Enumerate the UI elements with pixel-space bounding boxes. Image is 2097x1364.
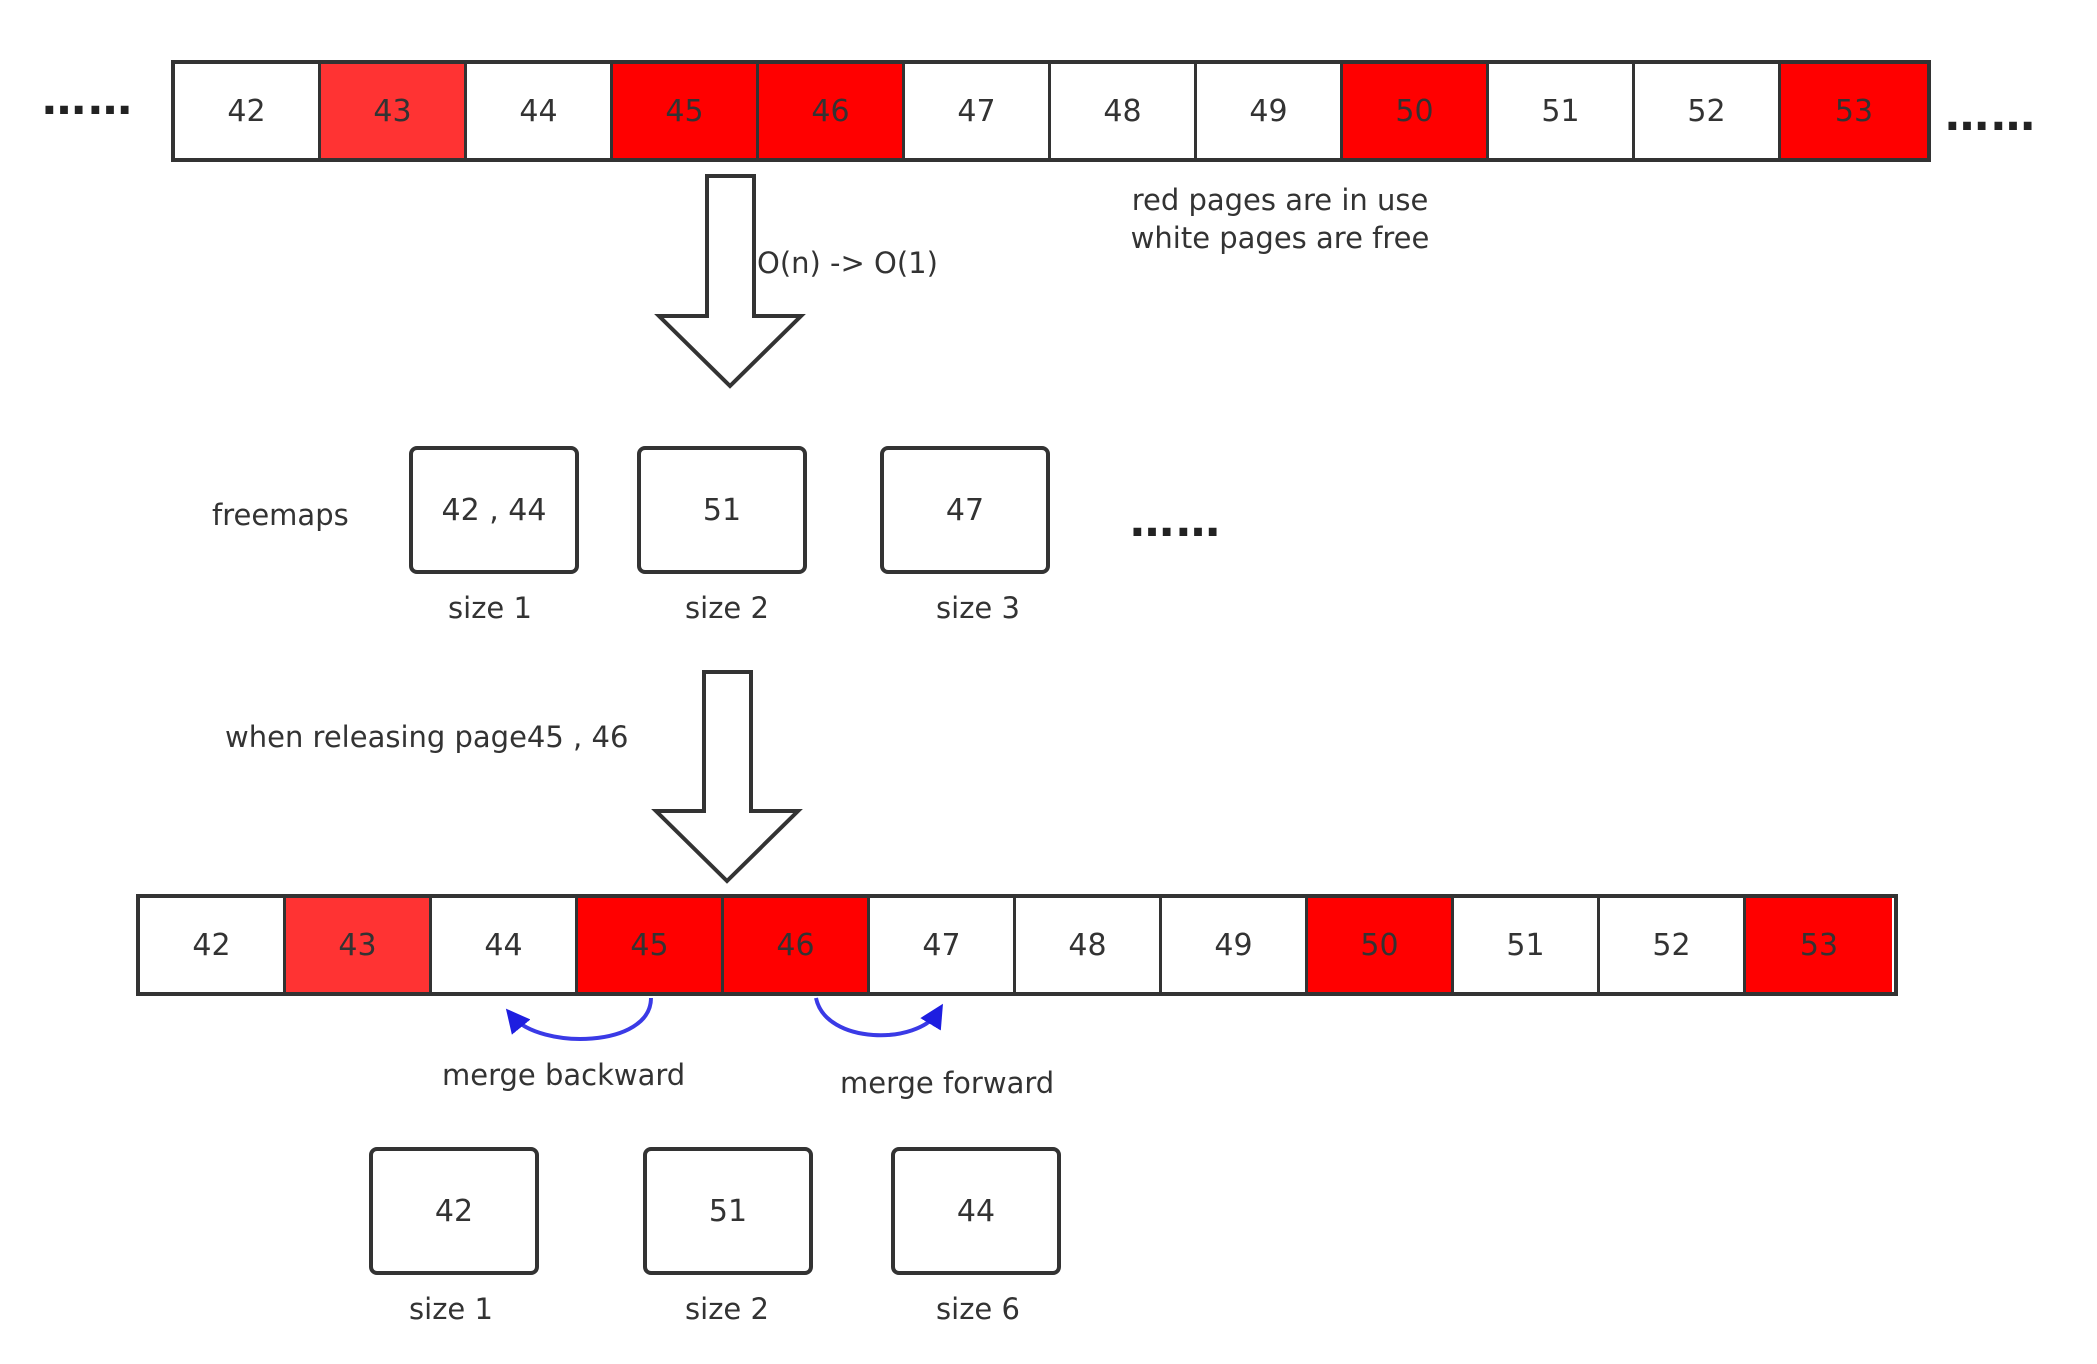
result-size-2-label: size 2 bbox=[685, 1292, 769, 1326]
freemap-size-3-label: size 3 bbox=[936, 591, 1020, 625]
bottom-page-51: 51 bbox=[1454, 898, 1600, 992]
result-size-1-label: size 1 bbox=[409, 1292, 493, 1326]
bottom-page-46: 46 bbox=[724, 898, 870, 992]
bottom-page-52: 52 bbox=[1600, 898, 1746, 992]
bottom-page-43: 43 bbox=[286, 898, 432, 992]
freemap-size-1-label: size 1 bbox=[448, 591, 532, 625]
freemap-box-size-3: 47 bbox=[880, 446, 1050, 574]
freemap-size-2-label: size 2 bbox=[685, 591, 769, 625]
merge-backward-arrow-icon bbox=[505, 997, 653, 1041]
top-page-52: 52 bbox=[1635, 64, 1781, 158]
top-page-50: 50 bbox=[1343, 64, 1489, 158]
top-page-45: 45 bbox=[613, 64, 759, 158]
result-freemap-box-size-2: 51 bbox=[643, 1147, 813, 1275]
bottom-page-49: 49 bbox=[1162, 898, 1308, 992]
legend-line-in-use: red pages are in use bbox=[1131, 183, 1429, 217]
freemaps-ellipsis: …… bbox=[1130, 496, 1222, 547]
bottom-page-45: 45 bbox=[578, 898, 724, 992]
bottom-page-42: 42 bbox=[140, 898, 286, 992]
down-arrow-icon bbox=[651, 670, 803, 884]
top-page-44: 44 bbox=[467, 64, 613, 158]
bottom-page-48: 48 bbox=[1016, 898, 1162, 992]
legend-line-free: white pages are free bbox=[1130, 221, 1430, 255]
left-ellipsis: …… bbox=[42, 74, 134, 125]
top-page-51: 51 bbox=[1489, 64, 1635, 158]
top-page-49: 49 bbox=[1197, 64, 1343, 158]
freemap-box-size-1: 42 , 44 bbox=[409, 446, 579, 574]
freemap-box-size-2: 51 bbox=[637, 446, 807, 574]
merge-forward-arrow-icon bbox=[814, 997, 943, 1038]
right-ellipsis: …… bbox=[1945, 90, 2037, 141]
bottom-page-50: 50 bbox=[1308, 898, 1454, 992]
merge-forward-label: merge forward bbox=[840, 1066, 1055, 1100]
top-page-47: 47 bbox=[905, 64, 1051, 158]
result-freemap-box-size-6: 44 bbox=[891, 1147, 1061, 1275]
bottom-page-47: 47 bbox=[870, 898, 1016, 992]
freemaps-label: freemaps bbox=[212, 498, 349, 532]
merge-backward-label: merge backward bbox=[442, 1058, 686, 1092]
result-freemap-box-size-1: 42 bbox=[369, 1147, 539, 1275]
bottom-page-44: 44 bbox=[432, 898, 578, 992]
result-size-6-label: size 6 bbox=[936, 1292, 1020, 1326]
legend: red pages are in use white pages are fre… bbox=[1080, 181, 1480, 257]
top-page-42: 42 bbox=[175, 64, 321, 158]
top-page-48: 48 bbox=[1051, 64, 1197, 158]
complexity-label: O(n) -> O(1) bbox=[757, 246, 938, 280]
top-page-53: 53 bbox=[1781, 64, 1927, 158]
bottom-page-53: 53 bbox=[1746, 898, 1892, 992]
down-arrow-icon bbox=[654, 174, 806, 389]
top-page-43: 43 bbox=[321, 64, 467, 158]
release-label: when releasing page45 , 46 bbox=[225, 720, 629, 754]
top-page-46: 46 bbox=[759, 64, 905, 158]
